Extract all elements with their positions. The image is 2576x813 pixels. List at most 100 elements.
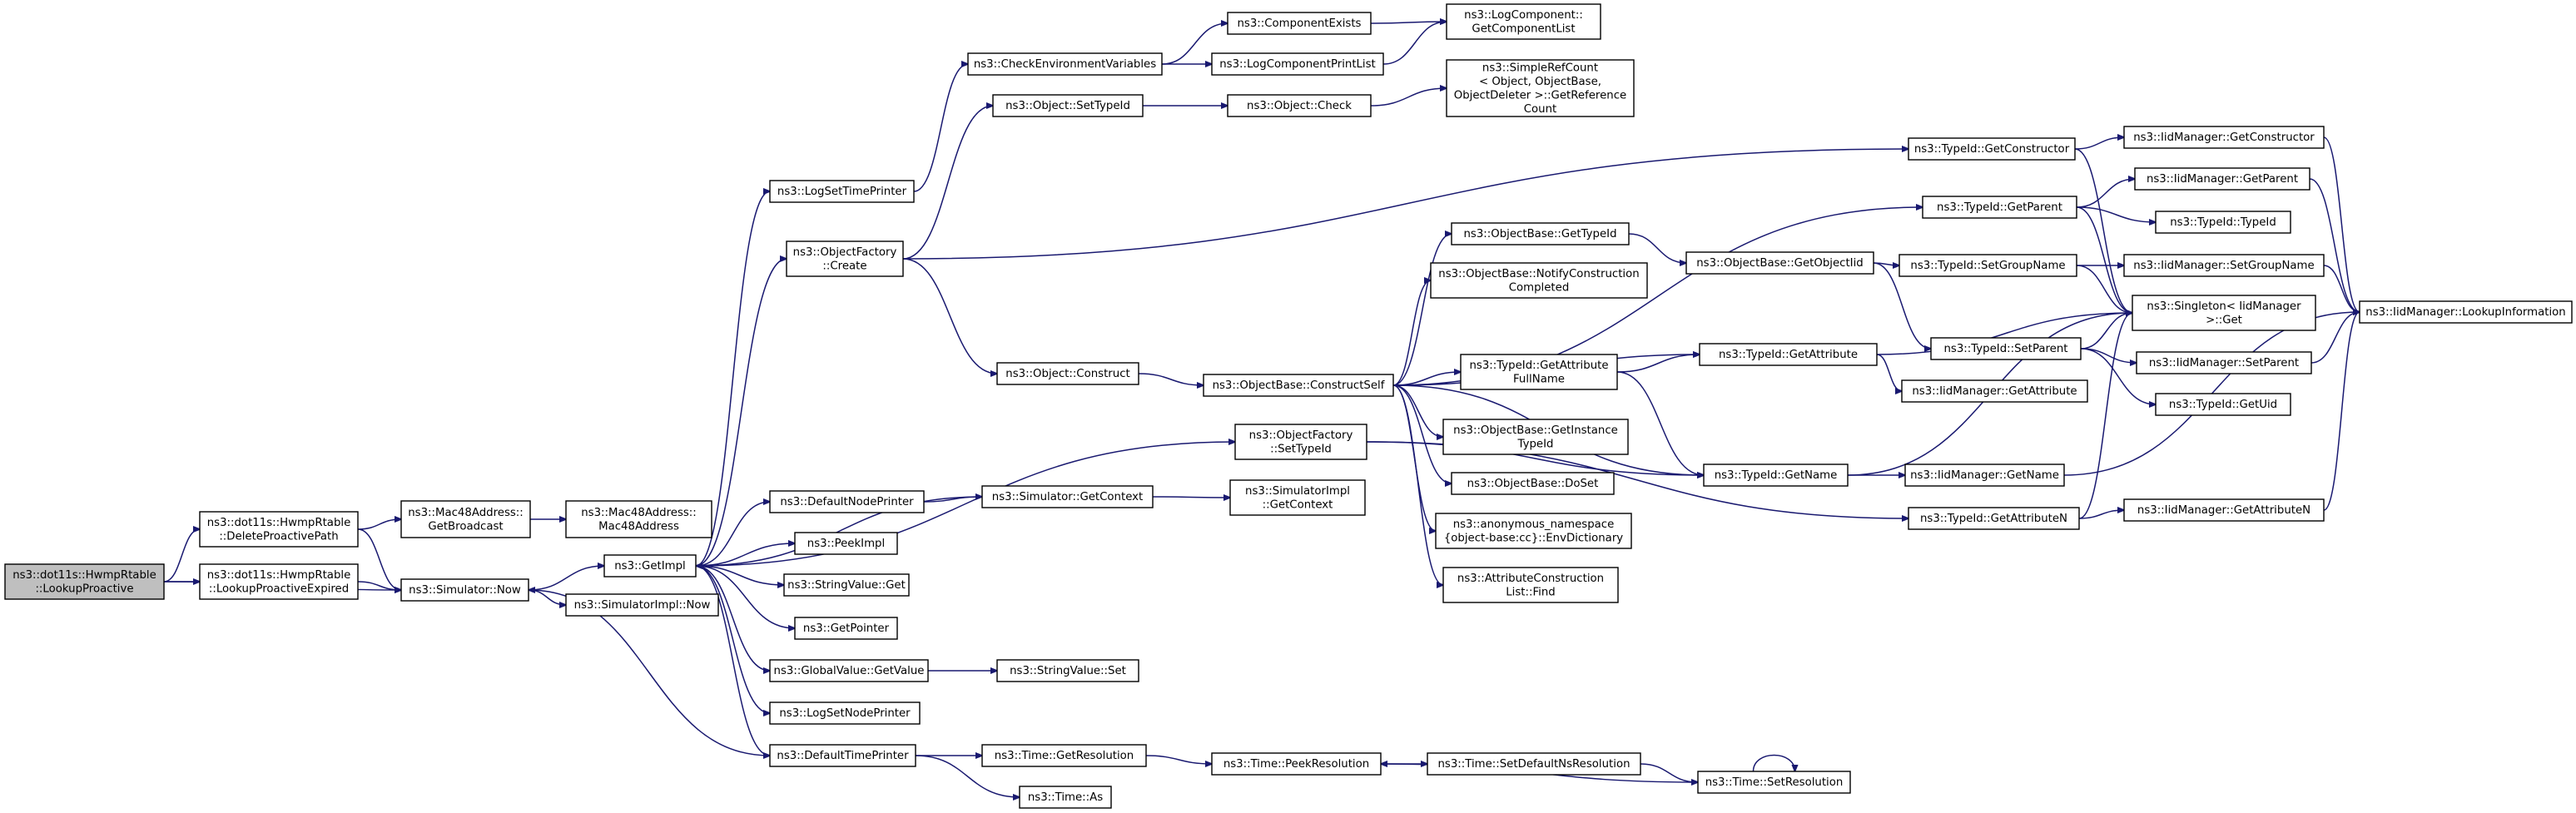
node-tidGetParent[interactable]: ns3::TypeId::GetParent (1922, 196, 2077, 219)
edge-tidGetAttributeN-to-iidGetAttributeN (2078, 510, 2124, 519)
edge-arrow (695, 502, 770, 567)
node-tidGetName[interactable]: ns3::TypeId::GetName (1703, 464, 1849, 487)
node-obNotify[interactable]: ns3::ObjectBase::NotifyConstructionCompl… (1430, 262, 1648, 299)
node-logSetNodePrinter[interactable]: ns3::LogSetNodePrinter (769, 701, 921, 725)
node-label: ns3::ObjectFactory (793, 246, 897, 259)
node-timeSetDefaultNs[interactable]: ns3::Time::SetDefaultNsResolution (1427, 752, 1641, 776)
edge-arrow (1152, 497, 1230, 498)
node-componentExists[interactable]: ns3::ComponentExists (1227, 12, 1372, 35)
edge-arrow (915, 755, 1020, 797)
node-timeGetResolution[interactable]: ns3::Time::GetResolution (981, 744, 1147, 767)
node-iidGetAttributeN[interactable]: ns3::IidManager::GetAttributeN (2123, 498, 2325, 522)
node-obGetObjectIid[interactable]: ns3::ObjectBase::GetObjectIid (1685, 251, 1874, 275)
node-simpleRefCount[interactable]: ns3::SimpleRefCount< Object, ObjectBase,… (1446, 59, 1635, 117)
node-label: ns3::StringValue::Get (787, 579, 906, 592)
node-logCompGetList[interactable]: ns3::LogComponent::GetComponentList (1446, 3, 1601, 40)
node-timeSetResolution[interactable]: ns3::Time::SetResolution (1697, 771, 1851, 794)
node-macGetBroadcast[interactable]: ns3::Mac48Address::GetBroadcast (400, 500, 531, 538)
node-checkEnv[interactable]: ns3::CheckEnvironmentVariables (967, 52, 1163, 76)
node-strValueGet[interactable]: ns3::StringValue::Get (783, 573, 910, 597)
node-timeAs[interactable]: ns3::Time::As (1019, 786, 1112, 809)
node-constructSelf[interactable]: ns3::ObjectBase::ConstructSelf (1203, 374, 1394, 397)
node-box (2123, 498, 2325, 522)
node-label: ::GetContext (1263, 498, 1333, 511)
node-logCompPrintList[interactable]: ns3::LogComponentPrintList (1211, 52, 1384, 76)
node-obGetTypeId[interactable]: ns3::ObjectBase::GetTypeId (1451, 222, 1630, 245)
node-objFactoryCreate[interactable]: ns3::ObjectFactory::Create (786, 240, 904, 277)
node-simGetContext[interactable]: ns3::Simulator::GetContext (981, 485, 1154, 508)
node-iidSetParent[interactable]: ns3::IidManager::SetParent (2136, 351, 2312, 374)
edge-tidGetParent-to-iidGetParent (2076, 179, 2135, 208)
node-simNow[interactable]: ns3::Simulator::Now (400, 578, 529, 602)
node-tidGetUid[interactable]: ns3::TypeId::GetUid (2155, 393, 2291, 416)
edge-iidSetParent-to-iidLookupInfo (2310, 312, 2360, 364)
node-label: ns3::ObjectBase::DoSet (1467, 478, 1599, 490)
node-root[interactable]: ns3::dot11s::HwmpRtable::LookupProactive (4, 563, 165, 600)
edge-arrow (2078, 510, 2124, 519)
edge-arrow (2076, 206, 2156, 222)
node-label: ns3::Singleton< IidManager (2147, 300, 2301, 313)
node-label: ns3::LogSetNodePrinter (779, 707, 911, 720)
edge-arrow (163, 529, 200, 582)
node-tidGetConstructor[interactable]: ns3::TypeId::GetConstructor (1908, 137, 2076, 161)
node-defaultNodePrinter[interactable]: ns3::DefaultNodePrinter (769, 490, 925, 513)
edge-timeGetResolution-to-timePeekResolution (1145, 755, 1212, 764)
node-tidGetAttribute[interactable]: ns3::TypeId::GetAttribute (1699, 343, 1878, 366)
edge-checkEnv-to-componentExists (1161, 23, 1228, 65)
node-timePeekResolution[interactable]: ns3::Time::PeekResolution (1211, 752, 1382, 776)
node-macCtor[interactable]: ns3::Mac48Address::Mac48Address (565, 500, 712, 538)
edge-tidGetConstructor-to-iidGetConstructor (2074, 137, 2124, 150)
node-box (2136, 351, 2312, 374)
edge-tidSetParent-to-tidGetUid (2080, 348, 2156, 404)
node-tidSetGroupName[interactable]: ns3::TypeId::SetGroupName (1898, 254, 2077, 277)
edge-arrow (528, 589, 566, 605)
node-lookupProactiveExpired[interactable]: ns3::dot11s::HwmpRtable::LookupProactive… (199, 563, 359, 600)
edge-arrow (695, 565, 770, 756)
node-getImpl[interactable]: ns3::GetImpl (603, 554, 697, 578)
node-objCheck[interactable]: ns3::Object::Check (1227, 94, 1372, 117)
node-deleteProactive[interactable]: ns3::dot11s::HwmpRtable::DeleteProactive… (199, 511, 359, 548)
edge-tidSetParent-to-singletonGet (2080, 313, 2132, 349)
node-iidGetConstructor[interactable]: ns3::IidManager::GetConstructor (2123, 126, 2325, 149)
node-simImplGetContext[interactable]: ns3::SimulatorImpl::GetContext (1229, 479, 1366, 516)
node-obDoSet[interactable]: ns3::ObjectBase::DoSet (1451, 472, 1615, 495)
node-iidGetParent[interactable]: ns3::IidManager::GetParent (2134, 167, 2310, 191)
node-box (2123, 254, 2325, 277)
node-box (4, 563, 165, 600)
edge-arrow (2323, 136, 2360, 312)
edge-arrow (2310, 312, 2360, 364)
node-simImplNow[interactable]: ns3::SimulatorImpl::Now (565, 593, 719, 617)
node-box (1019, 786, 1112, 809)
node-objConstruct[interactable]: ns3::Object::Construct (996, 362, 1139, 385)
node-label: Mac48Address (598, 520, 679, 533)
node-getPointer[interactable]: ns3::GetPointer (794, 617, 898, 640)
node-iidLookupInfo[interactable]: ns3::IidManager::LookupInformation (2359, 300, 2573, 324)
node-globalValueGetValue[interactable]: ns3::GlobalValue::GetValue (769, 659, 929, 682)
node-iidGetName[interactable]: ns3::IidManager::GetName (1904, 464, 2065, 487)
node-box (794, 532, 898, 555)
node-singletonGet[interactable]: ns3::Singleton< IidManager>::Get (2132, 295, 2316, 331)
node-anonEnvDict[interactable]: ns3::anonymous_namespace{object-base:cc}… (1435, 513, 1632, 549)
node-iidGetAttribute[interactable]: ns3::IidManager::GetAttribute (1901, 379, 2088, 403)
node-defaultTimePrinter[interactable]: ns3::DefaultTimePrinter (769, 744, 916, 767)
node-objFactorySetTypeId[interactable]: ns3::ObjectFactory::SetTypeId (1234, 424, 1367, 460)
node-tidSetParent[interactable]: ns3::TypeId::SetParent (1930, 337, 2082, 360)
node-objSetTypeId[interactable]: ns3::Object::SetTypeId (992, 94, 1144, 117)
node-logSetTimePrinter[interactable]: ns3::LogSetTimePrinter (769, 180, 915, 203)
node-iidSetGroupName[interactable]: ns3::IidManager::SetGroupName (2123, 254, 2325, 277)
edge-getImpl-to-defaultNodePrinter (695, 502, 770, 567)
node-peekImpl[interactable]: ns3::PeekImpl (794, 532, 898, 555)
node-strValueSet[interactable]: ns3::StringValue::Set (996, 659, 1139, 682)
node-box (1227, 12, 1372, 35)
node-box (565, 593, 719, 617)
edge-arrow (1370, 22, 1447, 23)
node-box (1211, 752, 1382, 776)
edge-arrow (695, 191, 770, 567)
node-tidTypeId[interactable]: ns3::TypeId::TypeId (2155, 211, 2291, 234)
edge-arrow (913, 64, 968, 192)
edge-getImpl-to-globalValueGetValue (695, 565, 770, 671)
node-tidGetAttributeN[interactable]: ns3::TypeId::GetAttributeN (1908, 507, 2080, 530)
